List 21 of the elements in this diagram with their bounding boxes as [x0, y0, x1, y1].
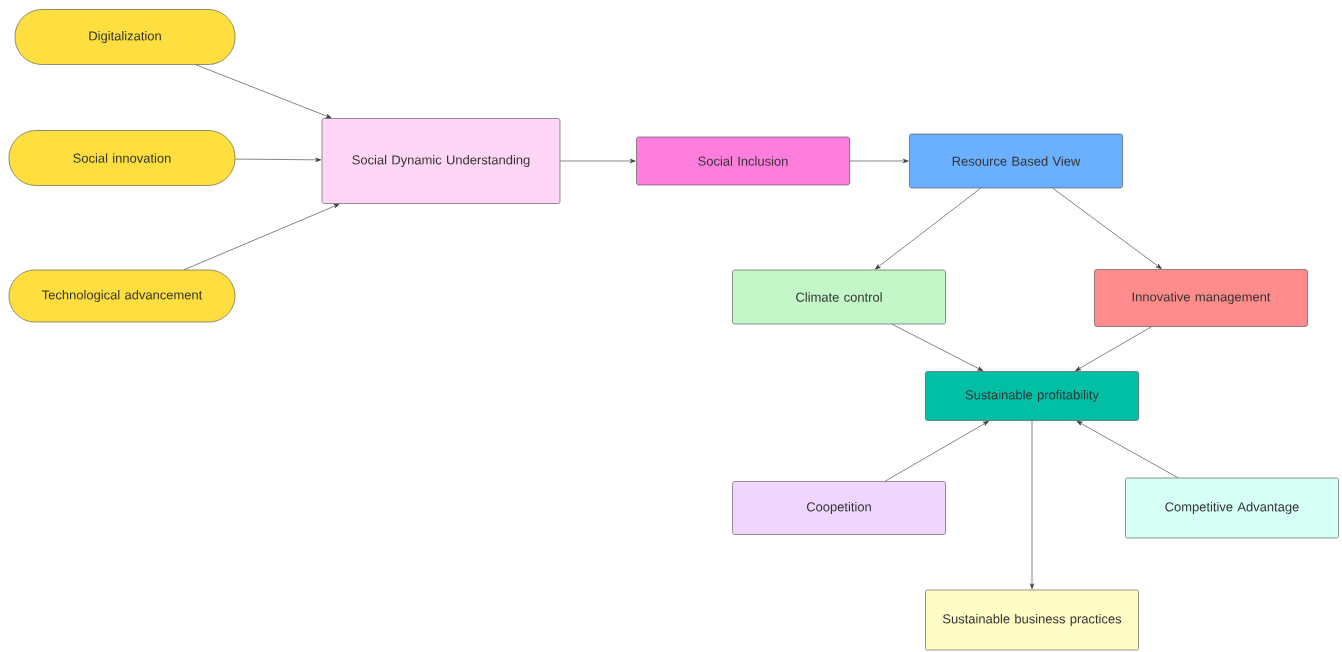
- arrow: [891, 324, 984, 372]
- concept-box: Sustainable business practices: [925, 589, 1139, 651]
- arrow: [1029, 420, 1035, 590]
- arrow: [235, 157, 322, 162]
- arrow: [874, 188, 981, 270]
- arrow: [884, 420, 989, 482]
- concept-box: Climate control: [732, 269, 946, 325]
- arrow: [1075, 326, 1152, 372]
- concept-box: Social Inclusion: [636, 136, 850, 186]
- concept-box: Sustainable profitability: [925, 371, 1139, 421]
- concept-box: Innovative management: [1094, 269, 1308, 327]
- arrow: [1052, 188, 1162, 269]
- concept-box: Social Dynamic Understanding: [321, 118, 561, 204]
- arrow: [195, 64, 332, 119]
- arrow: [560, 158, 636, 164]
- arrow: [183, 203, 340, 270]
- arrow: [849, 158, 909, 164]
- concept-box: Coopetition: [732, 481, 946, 535]
- concept-box: Resource Based View: [909, 133, 1123, 189]
- concept-box: Competitive Advantage: [1125, 477, 1339, 539]
- arrow: [1076, 420, 1179, 478]
